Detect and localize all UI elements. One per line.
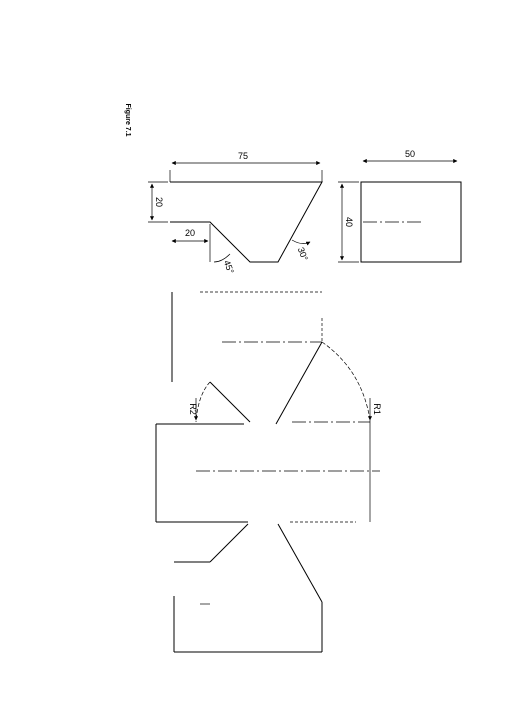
dimension-label: 75 (238, 151, 248, 161)
pattern-edge (209, 381, 251, 423)
radius-arc-right (321, 341, 371, 421)
side-view-outline (360, 181, 462, 263)
dimension-label: 40 (344, 217, 354, 227)
figure-title: Figure 7.1 (124, 103, 131, 136)
dimension-height: 40 (338, 181, 359, 263)
pattern-edge (275, 341, 323, 425)
front-view-outline (170, 181, 323, 263)
pattern-view: R1 R2 (155, 291, 382, 653)
radius-label: R2 (188, 403, 198, 415)
angle-left: 45° (213, 253, 236, 276)
side-view (360, 181, 462, 263)
dimension-label: 20 (154, 197, 164, 207)
dimension-label: 50 (405, 149, 415, 159)
angle-right: 30° (291, 239, 311, 263)
dimension-side-width: 50 (362, 149, 458, 164)
angle-label: 45° (222, 259, 236, 276)
dimension-step-width: 20 (171, 224, 211, 262)
pattern-edge (209, 523, 249, 563)
front-view (169, 170, 323, 263)
dimension-label: 20 (185, 228, 195, 238)
pattern-edge (277, 523, 323, 603)
radius-arc-left (195, 381, 211, 423)
angle-label: 30° (296, 246, 310, 263)
dimension-left-offset: 20 (148, 181, 168, 223)
radius-label: R1 (372, 403, 382, 415)
dimension-top-width: 75 (171, 151, 321, 166)
